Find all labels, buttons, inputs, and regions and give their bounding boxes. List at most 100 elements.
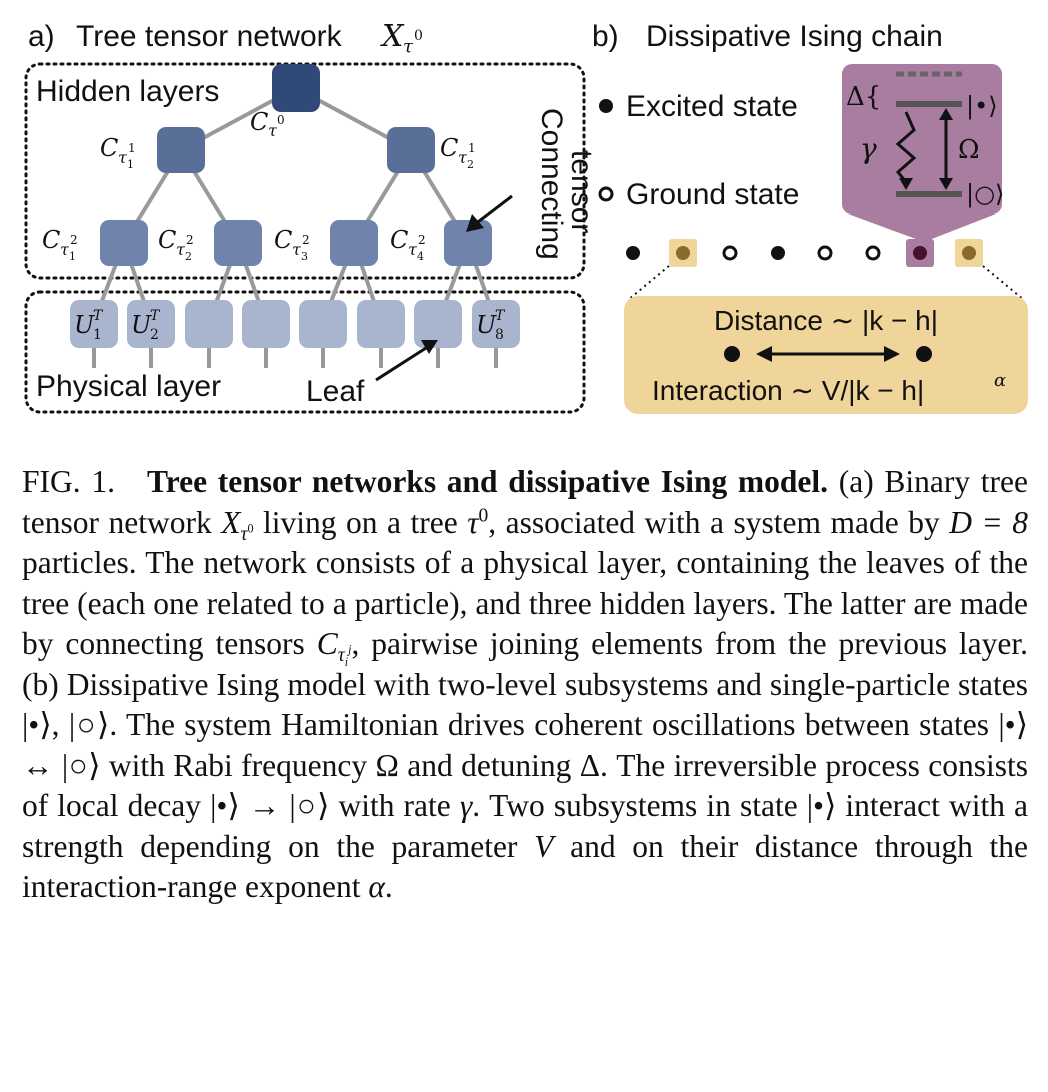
- svg-text:2: 2: [150, 327, 159, 343]
- svg-text:0: 0: [277, 113, 285, 127]
- caption-bold-title: Tree tensor networks and dissipative Isi…: [147, 464, 829, 499]
- decay-arrow: [895, 111, 917, 190]
- interaction-text: Interaction ∼ V/|k − h|: [652, 375, 924, 406]
- panel-a-label: a): [28, 20, 55, 53]
- chain-site-7: [913, 246, 927, 260]
- svg-text:T: T: [93, 308, 104, 324]
- level2-node-1: [100, 220, 148, 266]
- svg-text:1: 1: [93, 327, 102, 343]
- leaf-label: Leaf: [306, 375, 365, 408]
- level1-node-1: [157, 127, 205, 173]
- svg-text:τ: τ: [292, 240, 302, 259]
- level2-label-2: C τ 2 2: [158, 226, 194, 263]
- panel-b: b) Dissipative Ising chain Excited state…: [592, 20, 1028, 414]
- svg-text:1: 1: [127, 158, 134, 171]
- chain-site-4: [771, 246, 785, 260]
- chain-site-3: [722, 245, 738, 261]
- physical-layer-box: [24, 290, 586, 414]
- panel-a-title-symbol: X τ 0: [380, 19, 423, 57]
- connecting-tensor-arrow: [466, 194, 513, 232]
- level1-label-2: C τ 2 1: [440, 134, 476, 171]
- svg-text:τ: τ: [118, 148, 128, 167]
- leaf-node-2: [127, 300, 175, 348]
- svg-text:Connecting: Connecting: [535, 108, 568, 260]
- chain-site-8: [962, 246, 976, 260]
- ground-state-marker: [598, 186, 614, 202]
- svg-text:C: C: [274, 226, 292, 254]
- leaf-node-3: [185, 300, 233, 348]
- omega-label: Ω: [958, 135, 980, 165]
- hidden-layers-label: Hidden layers: [36, 75, 219, 108]
- svg-text:U: U: [476, 311, 497, 339]
- figure-1: a) Tree tensor network X τ 0 Hidden laye…: [24, 19, 1028, 414]
- leaf-node-7: [414, 300, 462, 348]
- leaf-node-8: [472, 300, 520, 348]
- ground-state-label: Ground state: [626, 178, 799, 211]
- two-level-pointer: [848, 214, 996, 242]
- svg-text:2: 2: [186, 233, 194, 247]
- svg-text:3: 3: [301, 250, 308, 263]
- level2-label-3: C τ 3 2: [274, 226, 310, 263]
- svg-text:2: 2: [467, 158, 474, 171]
- leaf-node-6: [357, 300, 405, 348]
- svg-text:τ: τ: [458, 148, 468, 167]
- leaf-arrow: [375, 340, 438, 382]
- svg-text:τ: τ: [176, 240, 186, 259]
- interaction-exponent: α: [994, 370, 1006, 391]
- svg-text:1: 1: [128, 141, 136, 155]
- leaf-node-4: [242, 300, 290, 348]
- level2-node-4: [444, 220, 492, 266]
- svg-text:τ: τ: [408, 240, 418, 259]
- rabi-arrow: [939, 108, 953, 190]
- svg-text:C: C: [100, 134, 118, 162]
- ket-ground-label: |○⟩: [966, 180, 1004, 209]
- interaction-site-k: [724, 346, 740, 362]
- excited-state-marker: [599, 99, 613, 113]
- ising-chain: [626, 239, 983, 267]
- level2-node-2: [214, 220, 262, 266]
- leaf-node-1: [70, 300, 118, 348]
- chain-site-2: [676, 246, 690, 260]
- svg-text:2: 2: [185, 250, 192, 263]
- svg-text:C: C: [42, 226, 60, 254]
- svg-text:U: U: [131, 311, 152, 339]
- svg-text:C: C: [250, 108, 268, 136]
- leaf-node-5: [299, 300, 347, 348]
- leaf-row: [70, 300, 520, 348]
- excited-state-label: Excited state: [626, 90, 798, 123]
- gamma-label: γ: [860, 132, 877, 165]
- figure-caption: FIG. 1. Tree tensor networks and dissipa…: [22, 464, 1029, 904]
- chain-site-5: [817, 245, 833, 261]
- panel-a-title: Tree tensor network: [76, 20, 343, 53]
- connecting-tensor-label: Connecting tensor tensor: [535, 108, 598, 260]
- panel-b-title: Dissipative Ising chain: [646, 20, 943, 53]
- svg-text:C: C: [390, 226, 408, 254]
- svg-text:C: C: [158, 226, 176, 254]
- svg-text:1: 1: [69, 250, 76, 263]
- chain-site-6: [865, 245, 881, 261]
- svg-text:tensor: tensor: [565, 150, 598, 233]
- root-label: C τ 0: [250, 108, 285, 140]
- level2-node-3: [330, 220, 378, 266]
- svg-text:2: 2: [418, 233, 426, 247]
- svg-text:8: 8: [495, 327, 504, 343]
- svg-text:τ: τ: [403, 36, 414, 57]
- level2-label-4: C τ 4 2: [390, 226, 426, 263]
- leaf-label-8: U 8 T: [476, 308, 506, 343]
- leaf-label-1: U 1 T: [74, 308, 104, 343]
- interaction-site-h: [916, 346, 932, 362]
- svg-text:T: T: [150, 308, 161, 324]
- panel-a: a) Tree tensor network X τ 0 Hidden laye…: [24, 19, 598, 414]
- svg-text:T: T: [495, 308, 506, 324]
- svg-text:1: 1: [468, 141, 476, 155]
- svg-text:C: C: [440, 134, 458, 162]
- svg-text:U: U: [74, 311, 95, 339]
- caption-fig-label: FIG. 1.: [22, 464, 115, 499]
- svg-text:τ: τ: [60, 240, 70, 259]
- svg-text:2: 2: [70, 233, 78, 247]
- svg-text:4: 4: [417, 250, 424, 263]
- delta-label: Δ{: [846, 82, 881, 112]
- interaction-double-arrow: [756, 346, 900, 362]
- svg-text:2: 2: [302, 233, 310, 247]
- connector-right: [982, 265, 1025, 301]
